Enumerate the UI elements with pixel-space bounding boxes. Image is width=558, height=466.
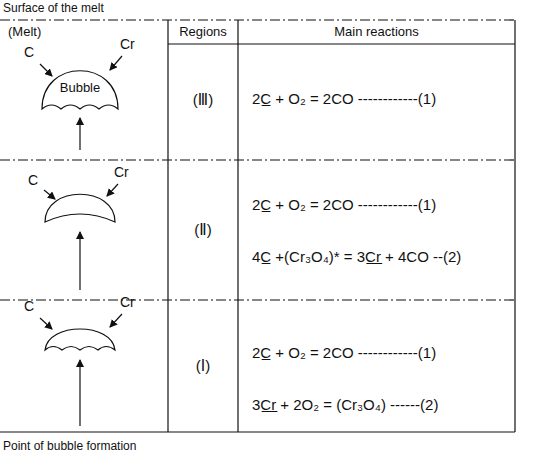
diffusion-arrow bbox=[44, 190, 55, 199]
rise-arrow bbox=[79, 360, 80, 426]
bubble-shape bbox=[45, 194, 115, 222]
column-header: (Melt) bbox=[8, 25, 41, 40]
species-label: C bbox=[28, 172, 38, 188]
species-label: Cr bbox=[120, 294, 135, 310]
melt-surface-line bbox=[0, 19, 515, 20]
surface-label: Surface of the melt bbox=[3, 2, 104, 16]
diffusion-arrow bbox=[40, 64, 52, 76]
bubble-label: Bubble bbox=[40, 80, 120, 95]
column-header: Regions bbox=[179, 25, 227, 40]
reaction-text: 2C̲ + O₂ = 2CO ------------(1) bbox=[252, 90, 436, 107]
reaction-text: 4C̲ +(Cr₃O₄)* = 3C̲r̲ + 4CO --(2) bbox=[252, 248, 461, 265]
region-label: (Ⅰ) bbox=[196, 357, 210, 374]
region-label: (Ⅱ) bbox=[194, 221, 211, 238]
species-label: Cr bbox=[114, 164, 129, 180]
species-label: C bbox=[24, 298, 34, 314]
formation-line bbox=[0, 431, 515, 432]
rise-arrow bbox=[79, 118, 80, 150]
bubble-node: Bubble bbox=[40, 56, 120, 112]
region-label: (Ⅲ) bbox=[193, 91, 213, 108]
header-line bbox=[168, 43, 515, 44]
bubble-shape bbox=[45, 329, 115, 350]
column-line bbox=[237, 20, 238, 432]
reaction-text: 2C̲ + O₂ = 2CO ------------(1) bbox=[252, 344, 436, 361]
species-label: Cr bbox=[120, 36, 135, 52]
diffusion-arrow bbox=[110, 314, 122, 327]
reaction-text: 3C̲r̲ + 2O₂ = (Cr₃O₄) ------(2) bbox=[252, 396, 438, 413]
rise-arrow bbox=[79, 232, 80, 290]
reaction-text: 2C̲ + O₂ = 2CO ------------(1) bbox=[252, 196, 436, 213]
region-divider bbox=[0, 159, 515, 160]
column-line bbox=[514, 20, 515, 432]
diffusion-arrow bbox=[110, 56, 122, 70]
column-header: Main reactions bbox=[334, 25, 419, 40]
region-divider bbox=[0, 299, 515, 300]
species-label: C bbox=[24, 44, 34, 60]
column-line bbox=[167, 20, 168, 432]
diffusion-arrow bbox=[40, 318, 52, 329]
formation-label: Point of bubble formation bbox=[3, 440, 136, 454]
diffusion-arrow bbox=[107, 184, 118, 196]
